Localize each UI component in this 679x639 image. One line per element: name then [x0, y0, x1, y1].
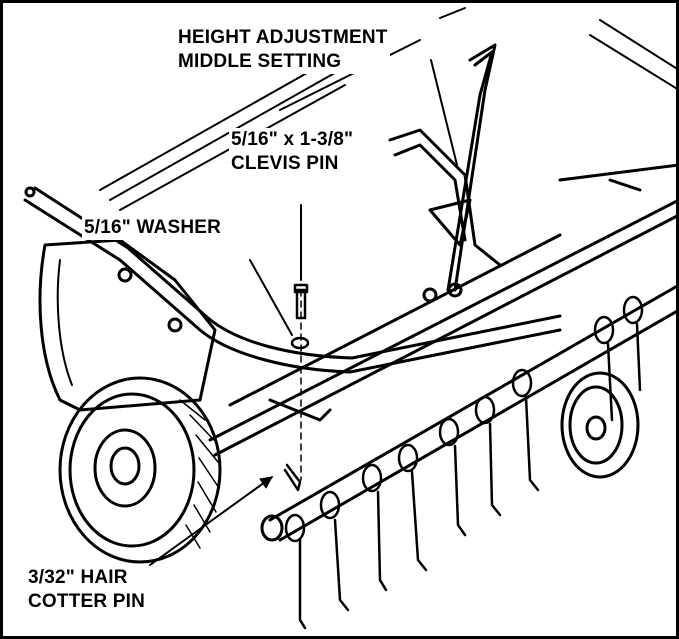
clevis-pin-line-1: 5/16" x 1-3/8" [231, 129, 354, 150]
clevis-pin [293, 283, 309, 320]
right-wheel [560, 371, 640, 479]
hair-cotter-pin [283, 463, 302, 492]
height-lever [388, 43, 502, 303]
main-frame [208, 163, 679, 457]
left-wheel [58, 376, 222, 564]
hair-cotter-pin-line-2: COTTER PIN [28, 591, 146, 612]
wheel-tread [179, 399, 220, 549]
hopper-panel [99, 7, 679, 211]
washer-line-1: 5/16" WASHER [84, 217, 222, 238]
leader-lines [149, 59, 458, 566]
washer [290, 336, 310, 350]
height-adjustment-line-2: MIDDLE SETTING [178, 51, 342, 72]
hair-cotter-pin-label: 3/32" HAIR COTTER PIN [26, 566, 148, 614]
tines [284, 295, 644, 630]
handle-arm [23, 186, 562, 374]
cotter-pin-arrow [259, 476, 273, 489]
height-adjustment-line-1: HEIGHT ADJUSTMENT [178, 27, 388, 48]
clevis-pin-label: 5/16" x 1-3/8" CLEVIS PIN [229, 128, 356, 176]
washer-label: 5/16" WASHER [82, 216, 224, 240]
height-adjustment-label: HEIGHT ADJUSTMENT MIDDLE SETTING [176, 26, 390, 74]
hair-cotter-pin-line-1: 3/32" HAIR [28, 567, 128, 588]
wheel-shroud [38, 238, 217, 412]
clevis-pin-line-2: CLEVIS PIN [231, 153, 339, 174]
